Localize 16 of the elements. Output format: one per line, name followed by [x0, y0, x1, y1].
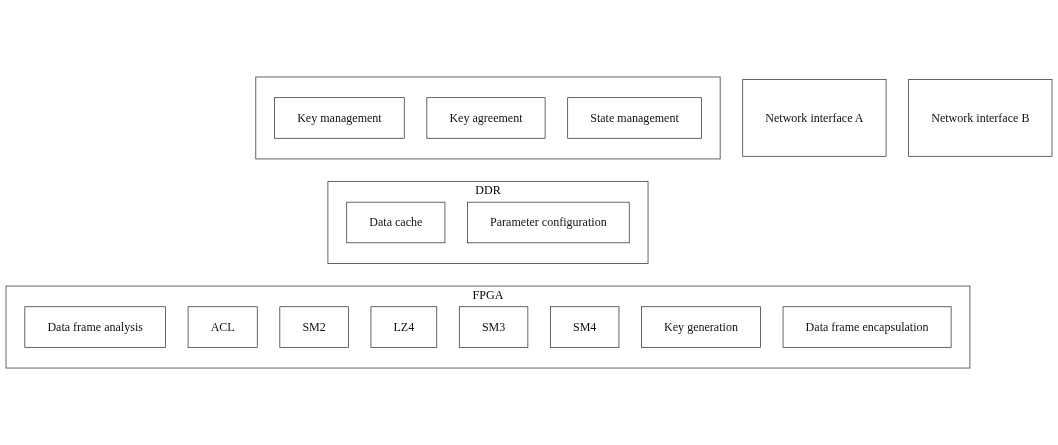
node-box: SM2 [279, 306, 349, 348]
node-box: Data frame analysis [24, 306, 166, 348]
node-box: Parameter configuration [467, 201, 630, 244]
node-box: Key agreement [426, 97, 546, 139]
node-box: Key generation [641, 306, 761, 348]
node-box: Data cache [346, 201, 446, 244]
node-box: ACL [187, 306, 258, 348]
node-box: SM4 [550, 306, 620, 348]
node-box: SM3 [458, 306, 529, 348]
node-box: Network interface A [742, 79, 887, 157]
cluster [255, 76, 721, 160]
node-box: Network interface B [908, 79, 1053, 157]
node-box: Data frame encapsulation [782, 306, 952, 348]
node-box: Key management [274, 97, 405, 139]
node-box: LZ4 [370, 306, 438, 348]
node-box: State management [567, 97, 702, 139]
